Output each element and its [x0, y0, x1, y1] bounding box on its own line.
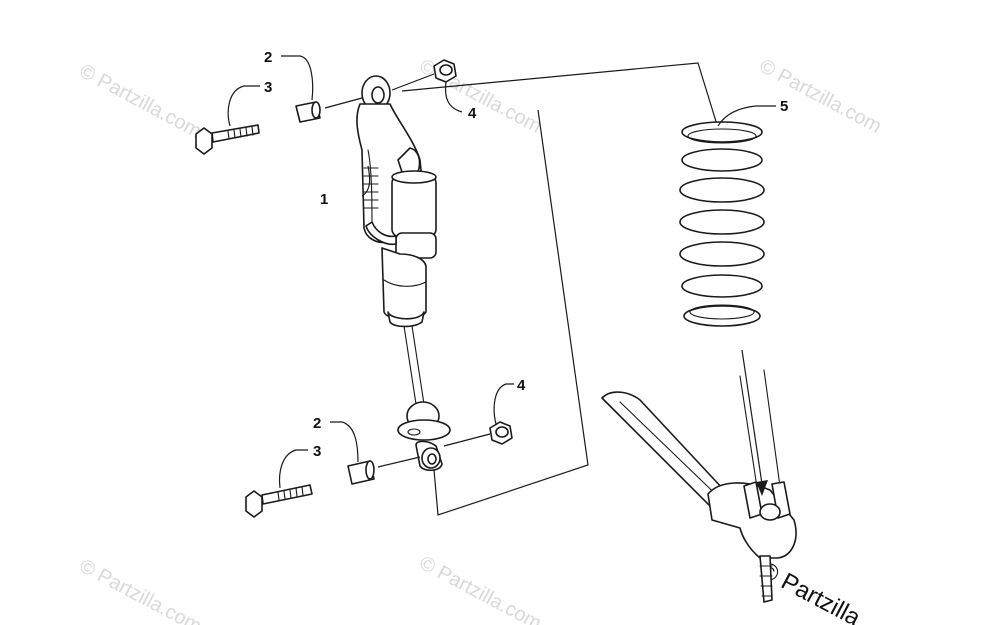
watermark-bottom-left: © Partzilla.com: [76, 555, 205, 625]
bolt-bottom[interactable]: [245, 484, 313, 518]
callout-2-bushing-top: 2: [264, 49, 272, 66]
nut-top[interactable]: [433, 59, 457, 83]
assembly-bracket: [433, 109, 589, 516]
leader-2-top: [281, 55, 314, 101]
leader-2-bottom: [330, 421, 359, 463]
install-arrow-icon: [756, 480, 768, 496]
leader-4-top: [444, 81, 463, 113]
callout-4-nut-top: 4: [468, 105, 477, 122]
assembly-line-top: [401, 62, 719, 129]
callout-5-spring: 5: [780, 98, 788, 115]
leader-5: [717, 105, 776, 127]
connector-top-right: [391, 73, 435, 91]
connector-bottom-left: [377, 456, 421, 468]
spring-install-line: [741, 349, 763, 485]
leader-3-bottom: [278, 449, 308, 489]
bolt-top[interactable]: [195, 124, 260, 155]
callout-1-shock: 1: [320, 191, 328, 208]
callout-3-bolt-bottom: 3: [313, 443, 321, 460]
nut-bottom[interactable]: [489, 421, 513, 445]
coil-spring[interactable]: [679, 121, 765, 327]
watermark-top-right: © Partzilla.com: [756, 55, 885, 138]
frame-mount: [601, 369, 797, 603]
leader-4-bottom: [493, 383, 514, 425]
callout-4-nut-bottom: 4: [517, 377, 526, 394]
callout-2-bushing-bottom: 2: [313, 415, 321, 432]
bushing-top[interactable]: [295, 101, 321, 123]
watermark-top-left: © Partzilla.com: [76, 60, 205, 143]
callout-3-bolt-top: 3: [264, 79, 272, 96]
leader-3-top: [227, 85, 260, 127]
bushing-bottom[interactable]: [347, 460, 375, 485]
connector-top-left: [324, 97, 363, 109]
watermark-bottom-center: © Partzilla.com: [416, 552, 545, 625]
leader-1: [361, 165, 371, 197]
shock-absorber[interactable]: [356, 75, 451, 472]
connector-bottom-right: [443, 433, 491, 447]
